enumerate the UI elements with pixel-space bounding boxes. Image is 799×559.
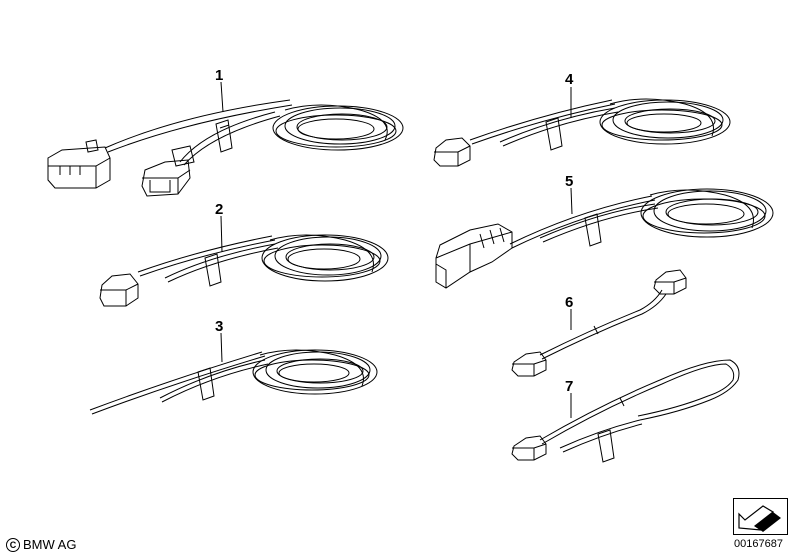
part-7-connector xyxy=(511,435,547,461)
copyright-notice: C BMW AG xyxy=(6,537,76,552)
part-1-harness: 1 xyxy=(47,67,404,197)
part-5-coil xyxy=(640,188,774,238)
part-3-label: 3 xyxy=(215,318,223,335)
part-6-connector-a xyxy=(511,351,547,377)
part-2-connector xyxy=(99,273,139,307)
part-1-coil xyxy=(272,104,404,151)
part-2-coil xyxy=(261,234,389,282)
part-3-harness: 3 xyxy=(89,318,378,415)
part-6-cable: 6 xyxy=(511,269,687,377)
image-code: 00167687 xyxy=(734,538,783,550)
part-4-label: 4 xyxy=(565,71,574,88)
part-7-cable: 7 xyxy=(511,359,740,463)
copyright-icon: C xyxy=(6,537,20,552)
part-1-connector-b xyxy=(141,145,195,197)
arrow-stamp-icon xyxy=(733,498,788,535)
part-7-label: 7 xyxy=(565,378,573,395)
part-5-harness: 5 xyxy=(435,173,774,289)
part-2-harness: 2 xyxy=(99,201,389,307)
part-4-connector xyxy=(433,137,471,167)
copyright-text: BMW AG xyxy=(23,537,77,552)
part-4-coil xyxy=(599,98,731,145)
part-6-label: 6 xyxy=(565,294,573,311)
part-6-connector-b xyxy=(653,269,687,295)
part-4-harness: 4 xyxy=(433,71,731,167)
part-5-connector xyxy=(435,223,513,289)
part-3-coil xyxy=(252,349,378,395)
part-5-label: 5 xyxy=(565,173,573,190)
part-1-connector-a xyxy=(47,139,111,189)
part-1-label: 1 xyxy=(215,67,223,84)
part-2-label: 2 xyxy=(215,201,223,218)
